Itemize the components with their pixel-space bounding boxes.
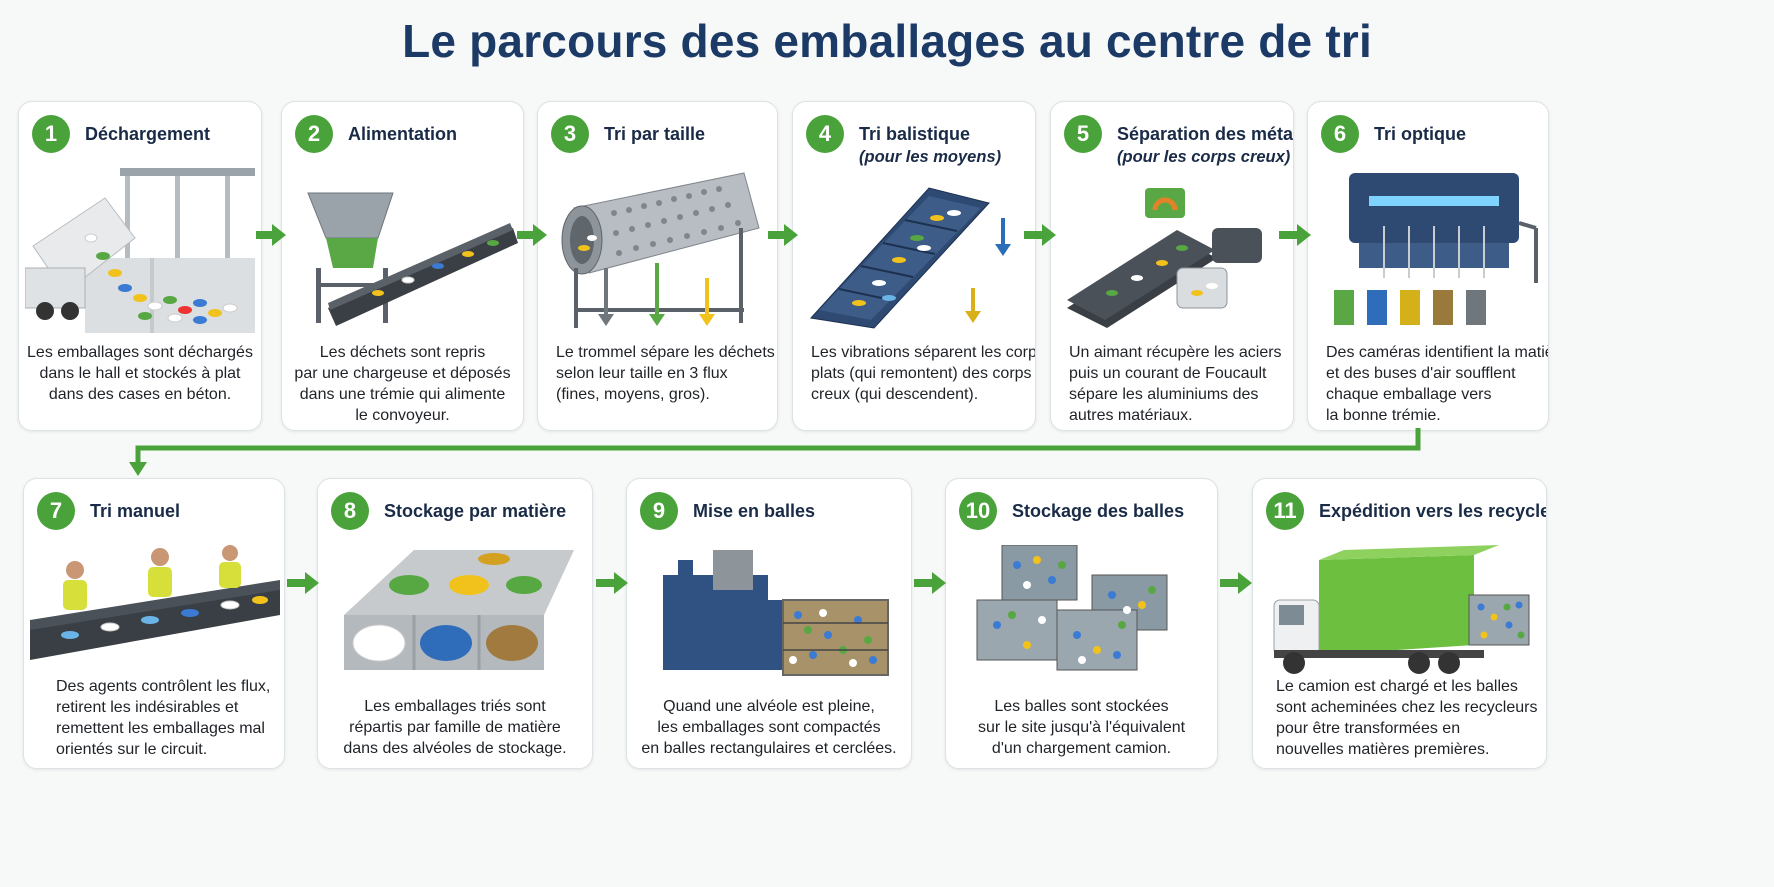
arrow-right-icon bbox=[517, 224, 547, 246]
step-card-10: 10 Stockage des balles Les balles sont s… bbox=[945, 478, 1218, 769]
step-card-1: 1 Déchargement Les emballages sont décha… bbox=[18, 101, 262, 431]
step-title: Tri balistique bbox=[859, 124, 971, 144]
arrow-right-icon bbox=[1024, 224, 1056, 246]
step-description: Quand une alvéole est pleine,les emballa… bbox=[641, 698, 897, 757]
manual-sorting-illustration bbox=[30, 545, 280, 660]
step-number-badge: 1 bbox=[32, 115, 70, 153]
step-title: Déchargement bbox=[85, 124, 211, 144]
step-subtitle: (pour les moyens) bbox=[859, 148, 1002, 166]
step-card-4: 4 Tri balistique (pour les moyens) Les v… bbox=[792, 101, 1036, 431]
metal-separation-illustration bbox=[1067, 188, 1262, 328]
truck-illustration bbox=[1273, 545, 1530, 674]
step-title: Alimentation bbox=[348, 124, 458, 144]
step-number-badge: 6 bbox=[1321, 115, 1359, 153]
step-number-badge: 3 bbox=[551, 115, 589, 153]
step-title: Séparation des métaux bbox=[1117, 124, 1294, 144]
step-number-badge: 7 bbox=[37, 492, 75, 530]
arrow-right-icon bbox=[256, 224, 286, 246]
step-number-badge: 4 bbox=[806, 115, 844, 153]
step-number-badge: 8 bbox=[331, 492, 369, 530]
step-title: Mise en balles bbox=[693, 501, 816, 521]
hopper-conveyor-illustration bbox=[307, 192, 518, 326]
step-title: Tri manuel bbox=[90, 501, 181, 521]
connector-arrow-icon bbox=[129, 428, 1421, 476]
step-number-badge: 2 bbox=[295, 115, 333, 153]
step-title: Tri par taille bbox=[604, 124, 706, 144]
ballistic-separator-illustration bbox=[810, 187, 1011, 329]
step-number-badge: 10 bbox=[959, 492, 997, 530]
step-title: Stockage par matière bbox=[384, 501, 567, 521]
step-subtitle: (pour les corps creux) bbox=[1117, 148, 1291, 166]
optical-sorter-illustration bbox=[1334, 173, 1538, 325]
step-card-3: 3 Tri par taille Le trommel sépare les d… bbox=[537, 101, 778, 431]
step-number-badge: 11 bbox=[1266, 492, 1304, 530]
step-card-9: 9 Mise en balles Quand une alvéole est p… bbox=[626, 478, 912, 769]
step-title: Tri optique bbox=[1374, 124, 1466, 144]
step-number-badge: 5 bbox=[1064, 115, 1102, 153]
arrow-right-icon bbox=[1279, 224, 1311, 246]
step-number-badge: 9 bbox=[640, 492, 678, 530]
dump-truck-illustration bbox=[25, 168, 255, 333]
step-card-11: 11 Expédition vers les recycleurs Le cam… bbox=[1252, 478, 1547, 769]
baler-illustration bbox=[663, 550, 889, 676]
step-card-7: 7 Tri manuel Des agents contrôlent les f… bbox=[23, 478, 285, 769]
step-card-5: 5 Séparation des métaux (pour les corps … bbox=[1050, 101, 1294, 431]
step-card-6: 6 Tri optique Des caméras identifient la… bbox=[1307, 101, 1549, 431]
arrow-right-icon bbox=[914, 572, 946, 594]
arrow-right-icon bbox=[287, 572, 319, 594]
arrow-right-icon bbox=[596, 572, 628, 594]
arrow-right-icon bbox=[1220, 572, 1252, 594]
bale-storage-illustration bbox=[976, 545, 1168, 671]
storage-bins-illustration bbox=[344, 550, 574, 670]
trommel-illustration bbox=[561, 172, 760, 328]
step-title: Stockage des balles bbox=[1012, 501, 1185, 521]
step-description: Des agents contrôlent les flux,retirent … bbox=[56, 678, 271, 758]
step-card-8: 8 Stockage par matière Les emballages tr… bbox=[317, 478, 593, 769]
page-title: Le parcours des emballages au centre de … bbox=[402, 15, 1372, 67]
step-title: Expédition vers les recycleurs bbox=[1319, 501, 1546, 521]
arrow-right-icon bbox=[768, 224, 798, 246]
